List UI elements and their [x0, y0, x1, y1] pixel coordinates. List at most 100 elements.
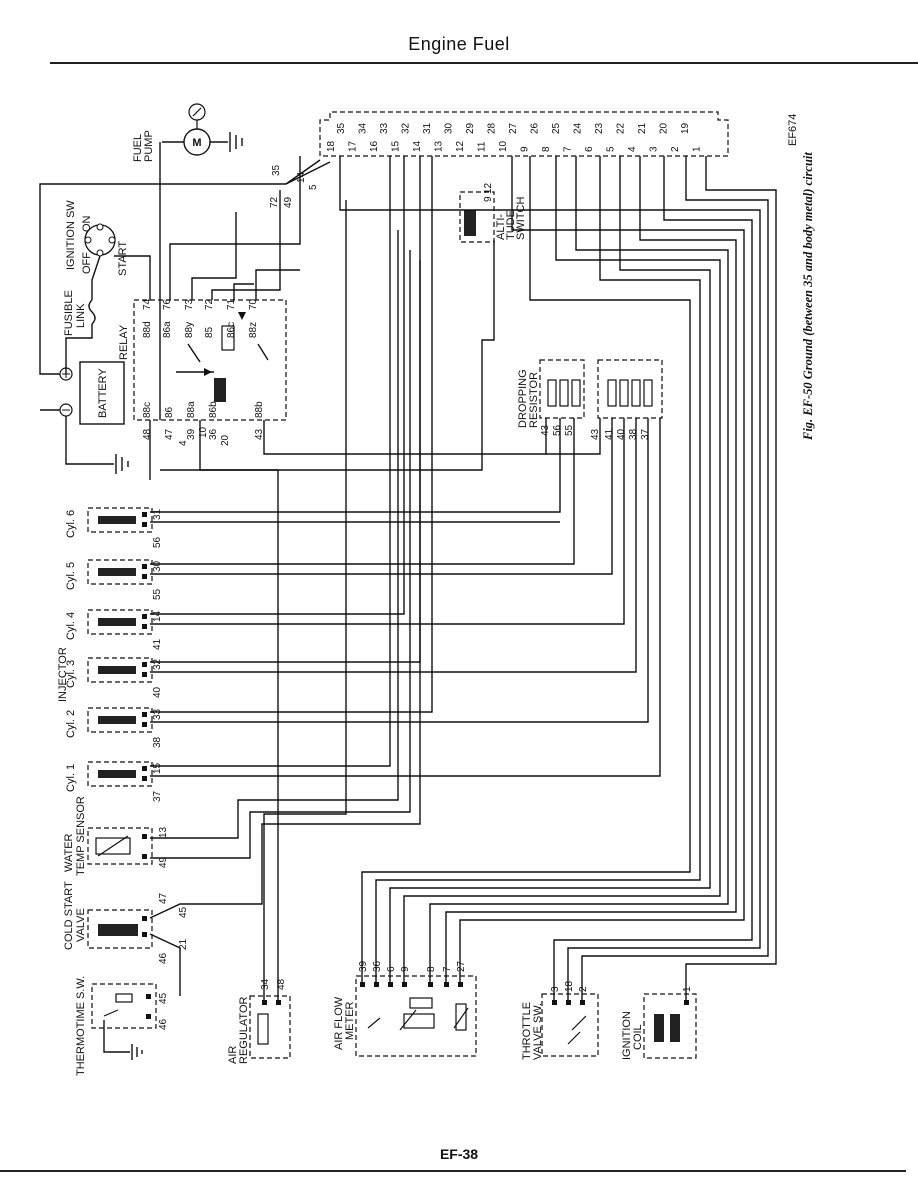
- cs-pin-45: 45: [178, 906, 189, 918]
- afm-label-2: METER: [344, 1001, 356, 1040]
- rp-pin-41: 41: [604, 428, 615, 440]
- air-regulator-label-1: AIR: [227, 1046, 239, 1064]
- rp-pin-37: 37: [640, 428, 651, 440]
- relay-pin-86b: 86b: [208, 401, 219, 418]
- injector-pin-38: 38: [152, 736, 163, 748]
- ecu-pin-9: 9: [520, 146, 531, 152]
- wire-9: [150, 418, 649, 723]
- wire-2: [150, 418, 575, 565]
- thermotime-ground-icon: [131, 1044, 143, 1060]
- battery-ground-icon: [115, 454, 129, 474]
- ecu-pin-25: 25: [551, 122, 562, 134]
- fusible-link-icon: [88, 299, 96, 325]
- relay-pin-39: 39: [186, 428, 197, 440]
- injector-label-cyl3: Cyl. 3: [65, 660, 77, 688]
- pin-72-side: 72: [269, 196, 280, 208]
- wire-15: [149, 933, 181, 996]
- wire-28: [685, 156, 777, 1000]
- afm-resistor-icon: [409, 997, 433, 1009]
- dr-pin-55: 55: [564, 424, 575, 436]
- ecu-pin-6: 6: [584, 146, 595, 152]
- ignition-coil: IGNITION COIL 1: [621, 986, 697, 1060]
- resistor-pack: 43 41 40 38 37: [590, 359, 663, 440]
- pin-14-side: 14: [296, 171, 307, 183]
- diode-icon: [204, 368, 212, 376]
- cs-pin-47: 47: [158, 892, 169, 904]
- ecu-pin-27: 27: [508, 122, 519, 134]
- thermotime-switch: THERMOTIME S.W. 45 46: [75, 976, 169, 1076]
- fuel-pump: FUEL PUMP M: [132, 103, 243, 166]
- ecu-pin-31: 31: [422, 122, 433, 134]
- ecu-pin-22: 22: [616, 122, 627, 134]
- injector-coil-icon: [98, 770, 136, 778]
- ecu-pin-7: 7: [563, 146, 574, 152]
- wire-37: [255, 269, 300, 300]
- relay-pin-47: 47: [164, 428, 175, 440]
- injector-coil-icon: [98, 516, 136, 524]
- afm-pin-39: 39: [358, 960, 369, 972]
- afm-pin-6: 6: [386, 966, 397, 972]
- ignition-coil-secondary-icon: [670, 1014, 680, 1042]
- water-temp-label-1: WATER: [63, 833, 75, 872]
- ecu-pin-32: 32: [401, 122, 412, 134]
- ecu-pin-13: 13: [434, 140, 445, 152]
- ignition-switch: IGNITION SW ON OFF START: [65, 200, 129, 276]
- relay-pin-20: 20: [220, 434, 231, 446]
- altitude-label-1: ALTI-: [495, 214, 507, 240]
- ign-pos-start: START: [117, 241, 129, 276]
- ecu-pin-20: 20: [659, 122, 670, 134]
- water-temp-label-2: TEMP SENSOR: [75, 796, 87, 876]
- ecu-pin-30: 30: [444, 122, 455, 134]
- ecu-pin-26: 26: [530, 122, 541, 134]
- ecu-pin-12: 12: [455, 140, 466, 152]
- wire-12: [150, 230, 399, 839]
- injector-pin-55: 55: [152, 588, 163, 600]
- page-header-title: Engine Fuel: [408, 34, 510, 54]
- relay-pin-88a: 88a: [186, 401, 197, 418]
- ecu-pin-10: 10: [498, 140, 509, 152]
- cold-start-valve: COLD START VALVE 47 45 46 21: [63, 881, 189, 964]
- relay-pin-86c: 86c: [226, 322, 237, 338]
- dropping-resistor-label-1: DROPPING: [517, 369, 529, 428]
- injector-label-cyl5: Cyl. 5: [65, 562, 77, 590]
- relay-pin-88d: 88d: [142, 321, 153, 338]
- water-temp-sensor: WATER TEMP SENSOR 13 49: [63, 796, 169, 876]
- relay-pin-36: 36: [208, 428, 219, 440]
- wire-16: [263, 200, 347, 1000]
- injector-pin-32: 32: [152, 658, 163, 670]
- wire-4: [150, 156, 405, 615]
- wire-14: [149, 260, 421, 919]
- battery-icon: [79, 361, 125, 425]
- thermotime-label: THERMOTIME S.W.: [75, 976, 87, 1076]
- wire-20: [389, 156, 711, 982]
- injector-label-cyl1: Cyl. 1: [65, 764, 77, 792]
- relay-pin-85: 85: [204, 326, 215, 338]
- wire-11: [150, 418, 661, 777]
- tt-pin-45: 45: [158, 992, 169, 1004]
- wire-27: [581, 156, 769, 1000]
- relay-pin-73: 73: [184, 298, 195, 310]
- cs-pin-21: 21: [178, 938, 189, 950]
- afm-pin-8: 8: [426, 966, 437, 972]
- ign-coil-label-1: IGNITION: [621, 1011, 633, 1060]
- wire-5: [150, 418, 625, 625]
- wire-13: [150, 250, 411, 859]
- relay-pin-88y: 88y: [184, 322, 195, 338]
- ecu-pin-21: 21: [637, 122, 648, 134]
- cs-pin-46: 46: [158, 952, 169, 964]
- ecu-pin-35: 35: [336, 122, 347, 134]
- cold-start-label-2: VALVE: [75, 908, 87, 942]
- wire-19: [375, 156, 701, 982]
- altitude-pin-12: 12: [483, 182, 494, 194]
- injector-coil-icon: [98, 618, 136, 626]
- relay-pin-4: 4: [178, 440, 189, 446]
- ign-coil-label-2: COIL: [632, 1024, 644, 1050]
- pin-35-side: 35: [271, 164, 282, 176]
- wire-34: [191, 212, 237, 300]
- figure-id: EF674: [787, 114, 799, 146]
